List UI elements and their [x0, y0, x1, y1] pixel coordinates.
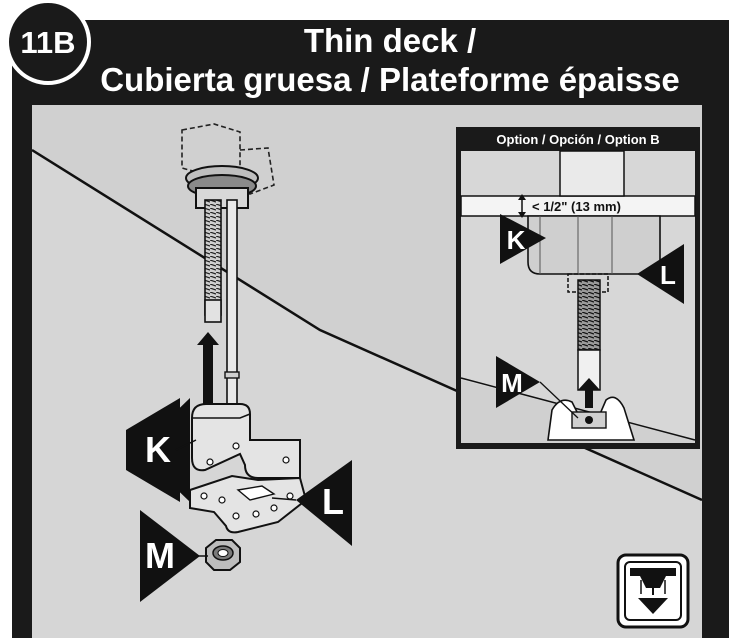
inset-option-b: Option / Opción / Option B < 1/2" (13 mm: [456, 127, 700, 449]
callout-m-label: M: [145, 535, 175, 576]
inset-shank: [577, 279, 601, 351]
supply-tube: [224, 199, 240, 416]
callout-l-label: L: [322, 481, 344, 522]
hex-nut: [205, 539, 241, 571]
threaded-shank: [204, 199, 222, 323]
inset-callout-m: M: [496, 356, 579, 419]
inset-bracket: [527, 215, 661, 275]
header: Thin deck / Cubierta gruesa / Plateforme…: [100, 22, 680, 98]
dimension-indicator: < 1/2" (13 mm): [518, 194, 621, 218]
header-title-line2: Cubierta gruesa / Plateforme épaisse: [100, 61, 680, 98]
inset-callout-k-label: K: [507, 225, 526, 255]
inset-callout-l-label: L: [660, 260, 676, 290]
callout-l: L: [296, 460, 352, 546]
header-title-line1: Thin deck /: [304, 22, 476, 59]
callout-k-label: K: [145, 429, 171, 470]
step-number: 11B: [20, 25, 75, 60]
mounting-plate: [189, 474, 308, 534]
inset-title: Option / Opción / Option B: [496, 132, 659, 147]
inset-callout-m-label: M: [501, 368, 523, 398]
dimension-label: < 1/2" (13 mm): [532, 199, 621, 214]
callout-m: M: [140, 510, 200, 602]
inset-callout-l: L: [637, 244, 684, 304]
step-badge: 11B: [5, 0, 91, 85]
callout-k: K: [126, 398, 190, 502]
inset-callout-k: K: [500, 214, 546, 264]
upward-arrow: [197, 332, 219, 413]
under-counter-install-icon: [616, 553, 690, 629]
